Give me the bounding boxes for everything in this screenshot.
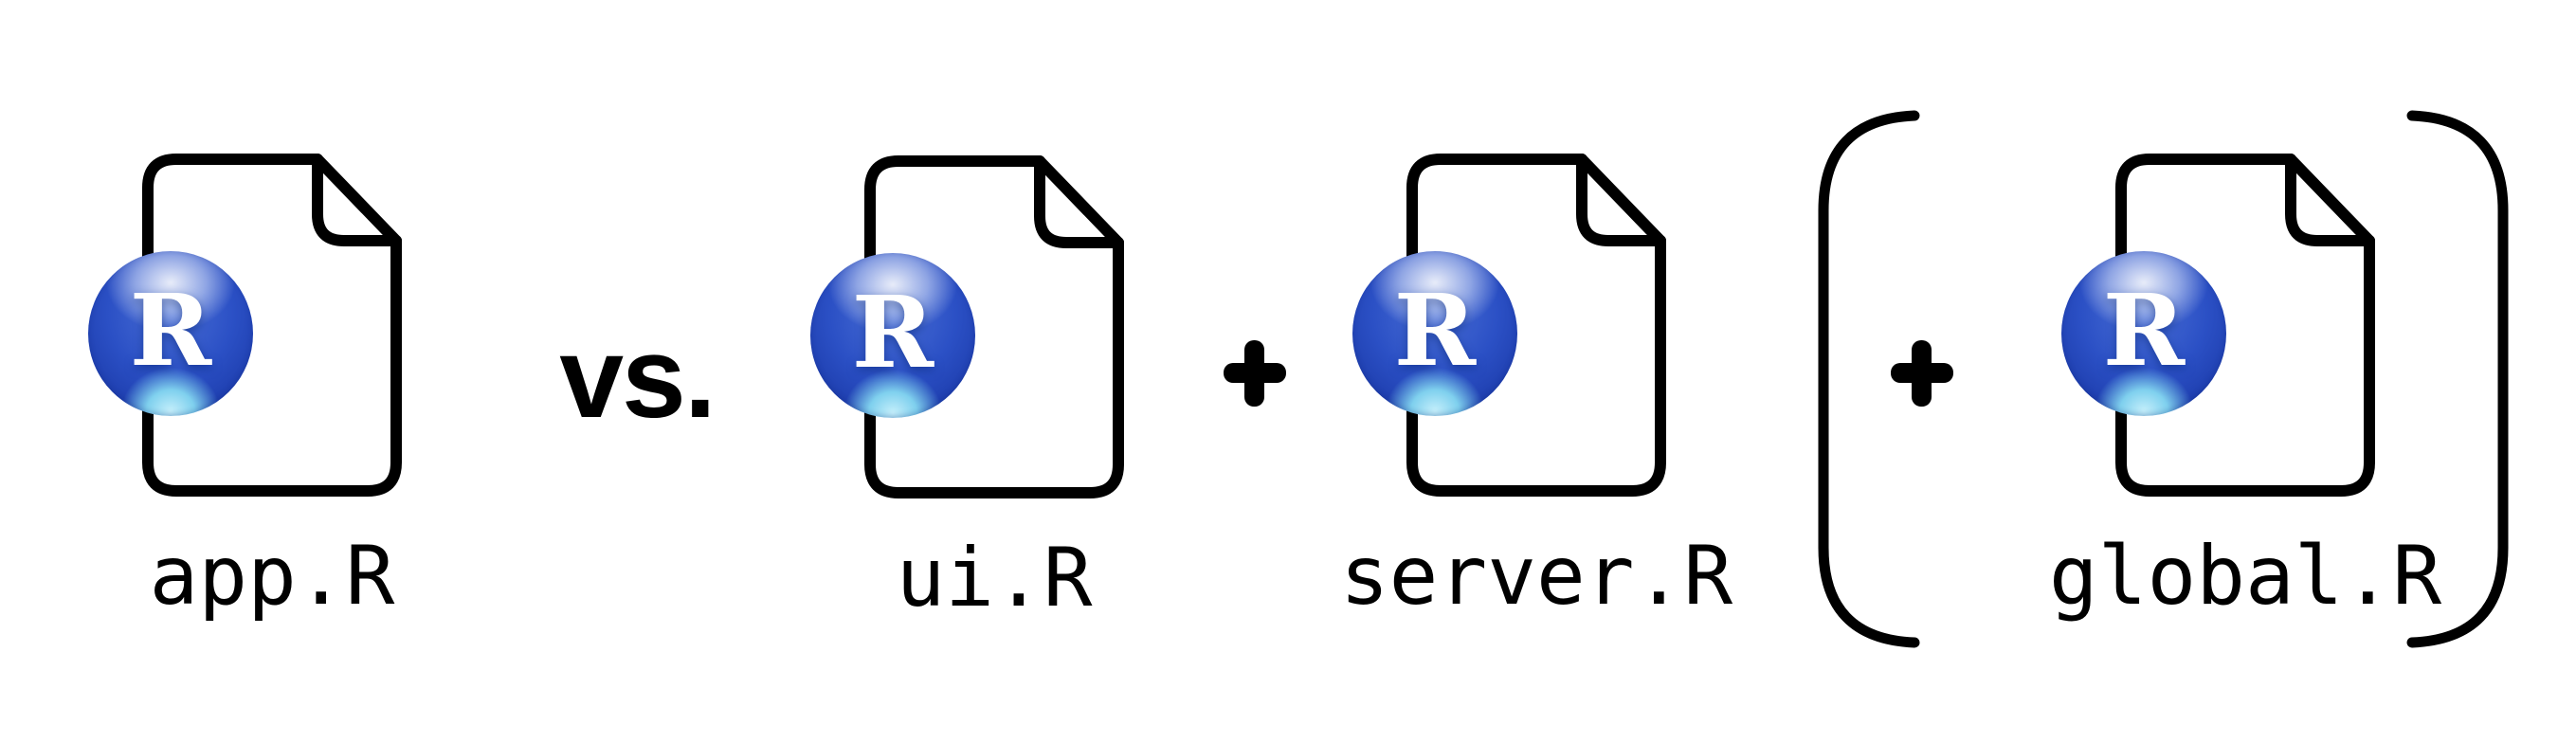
file-label-app: app.R [149,529,395,624]
file-card-ui: R ui.R [810,155,1124,629]
plus-icon: + [1891,340,1953,407]
plus-operator-text: + [1891,340,1892,341]
r-logo-badge: R [88,251,253,416]
close-paren-text: ) [0,0,1,1]
r-letter: R [129,272,212,389]
r-letter: R [1393,272,1477,389]
r-letter: R [2102,272,2186,389]
open-paren-text: ( [0,0,1,1]
file-label-ui: ui.R [896,531,1093,625]
r-logo-badge: R [1352,251,1517,416]
file-document-icon [2115,154,2375,497]
file-document-icon [864,155,1124,498]
close-paren-icon [2406,110,2509,648]
file-document-icon [1406,154,1666,497]
file-card-app: R app.R [88,154,402,627]
open-paren-icon [1818,110,1920,648]
plus-operator-text: + [1224,340,1225,341]
file-label-global: global.R [2048,529,2442,624]
plus-icon: + [1224,340,1286,407]
r-logo-badge: R [810,253,975,418]
file-card-server: R server.R [1340,154,1732,627]
r-letter: R [851,274,934,390]
file-label-server: server.R [1339,529,1733,624]
file-card-global: R global.R [2049,154,2441,627]
vs-text: vs. [559,313,717,442]
file-document-icon [142,154,402,497]
r-logo-badge: R [2061,251,2226,416]
